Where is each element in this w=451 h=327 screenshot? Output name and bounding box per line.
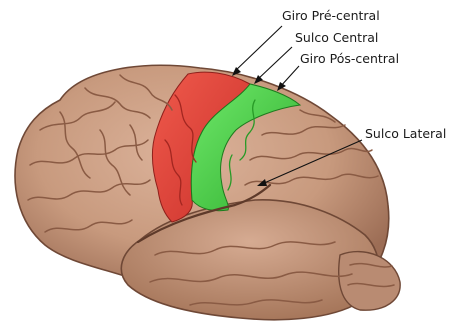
leader-central-sulcus: [257, 47, 292, 80]
label-central-sulcus: Sulco Central: [295, 30, 378, 45]
leader-postcentral: [280, 66, 299, 87]
cerebellum: [339, 252, 400, 311]
leader-precentral: [234, 26, 282, 72]
label-precentral-gyrus: Giro Pré-central: [282, 8, 380, 23]
label-postcentral-gyrus: Giro Pós-central: [300, 51, 399, 66]
label-lateral-sulcus: Sulco Lateral: [365, 126, 446, 141]
